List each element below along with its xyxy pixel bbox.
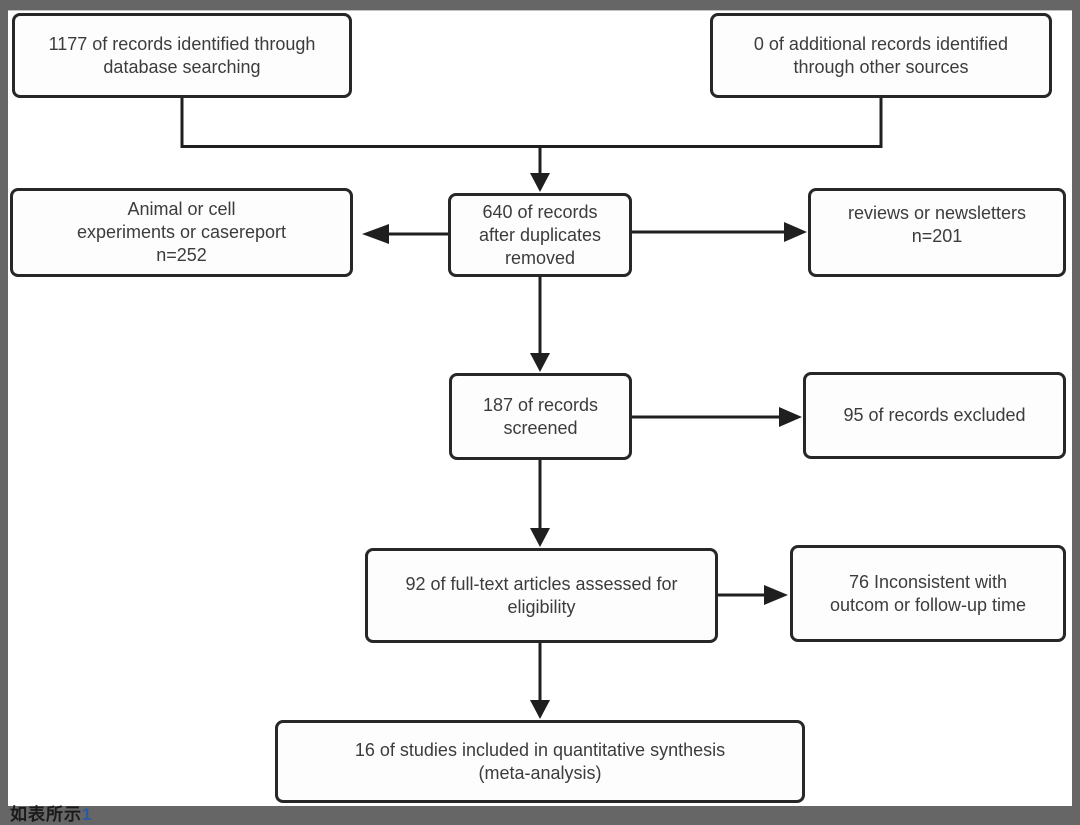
node-inconsistent-excluded: 76 Inconsistent with outcom or follow-up… <box>790 545 1066 642</box>
node-duplicates-removed-text: 640 of records after duplicates removed <box>478 201 602 268</box>
node-reviews-newsletters: reviews or newsletters n=201 <box>808 188 1066 277</box>
node-records-excluded-text: 95 of records excluded <box>843 405 1026 425</box>
node-animal-cell-excluded-text: Animal or cell experiments or casereport… <box>76 199 287 265</box>
node-studies-included: 16 of studies included in quantitative s… <box>275 720 805 803</box>
node-inconsistent-excluded-text: 76 Inconsistent with outcom or follow-up… <box>829 571 1027 615</box>
node-records-excluded: 95 of records excluded <box>803 372 1066 459</box>
node-records-identified-text: 1177 of records identified through datab… <box>48 33 316 77</box>
node-other-sources: 0 of additional records identified throu… <box>710 13 1052 98</box>
node-records-screened-text: 187 of records screened <box>482 394 599 438</box>
node-studies-included-text: 16 of studies included in quantitative s… <box>354 739 726 783</box>
node-other-sources-text: 0 of additional records identified throu… <box>753 33 1009 77</box>
footer-caption: 如表所示1 <box>10 805 92 825</box>
node-fulltext-assessed: 92 of full-text articles assessed for el… <box>365 548 718 643</box>
footer-caption-text: 如表所示 <box>10 805 82 824</box>
node-records-screened: 187 of records screened <box>449 373 632 460</box>
node-reviews-newsletters-text: reviews or newsletters n=201 <box>847 202 1027 246</box>
node-records-identified: 1177 of records identified through datab… <box>12 13 352 98</box>
node-fulltext-assessed-text: 92 of full-text articles assessed for el… <box>405 573 678 617</box>
footer-caption-ref: 1 <box>82 805 93 824</box>
node-animal-cell-excluded: Animal or cell experiments or casereport… <box>10 188 353 277</box>
node-duplicates-removed: 640 of records after duplicates removed <box>448 193 632 277</box>
